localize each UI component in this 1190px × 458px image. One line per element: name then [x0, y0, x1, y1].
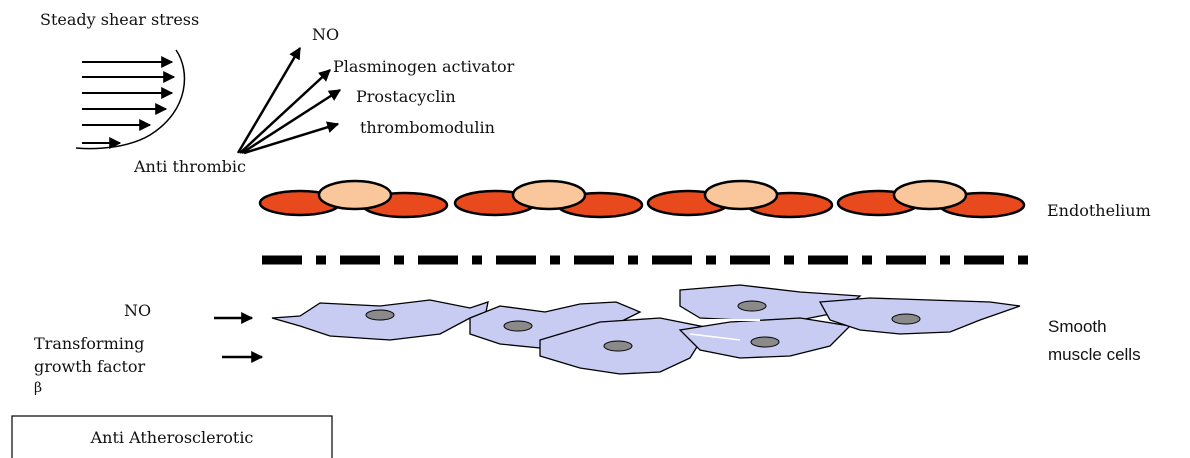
no-top-label: NO	[312, 25, 339, 44]
smooth-muscle-cell	[820, 298, 1020, 334]
muscle-cells-label: muscle cells	[1048, 345, 1141, 364]
anti-atherosclerotic-label: Anti Atherosclerotic	[90, 428, 254, 447]
transforming-label: Transforming	[34, 334, 144, 353]
plasminogen-activator-label: Plasminogen activator	[333, 57, 515, 76]
anti-thrombic-arrows	[238, 48, 340, 153]
anti-thrombic-label: Anti thrombic	[133, 157, 246, 176]
endothelial-cell	[648, 181, 832, 217]
shear-flow-arrows	[82, 62, 174, 143]
growth-factor-label: growth factor	[34, 357, 146, 376]
arrow-to-no	[238, 48, 300, 153]
steady-shear-stress-label: Steady shear stress	[40, 10, 199, 29]
smooth-muscle-nucleus	[738, 301, 766, 311]
beta-label: β	[34, 380, 42, 396]
smooth-muscle-nucleus	[604, 341, 632, 351]
smooth-muscle-layer	[272, 285, 1020, 374]
arrow-to-thrombomodulin	[244, 124, 338, 153]
smooth-label: Smooth	[1048, 317, 1107, 336]
velocity-profile-curve	[76, 50, 184, 149]
smooth-muscle-nucleus	[751, 337, 779, 347]
endothelium-layer	[260, 181, 1024, 217]
endothelial-nucleus	[319, 181, 391, 209]
smooth-muscle-nucleus	[892, 314, 920, 324]
endothelial-nucleus	[894, 181, 966, 209]
smooth-muscle-nucleus	[504, 321, 532, 331]
endothelial-nucleus	[705, 181, 777, 209]
endothelial-nucleus	[513, 181, 585, 209]
thrombomodulin-label: thrombomodulin	[360, 118, 495, 137]
prostacyclin-label: Prostacyclin	[356, 87, 456, 106]
no-left-label: NO	[124, 301, 151, 320]
endothelium-label: Endothelium	[1047, 201, 1151, 220]
endothelial-cell	[260, 181, 447, 217]
endothelial-cell	[455, 181, 642, 217]
smooth-muscle-nucleus	[366, 310, 394, 320]
endothelial-cell	[838, 181, 1024, 217]
